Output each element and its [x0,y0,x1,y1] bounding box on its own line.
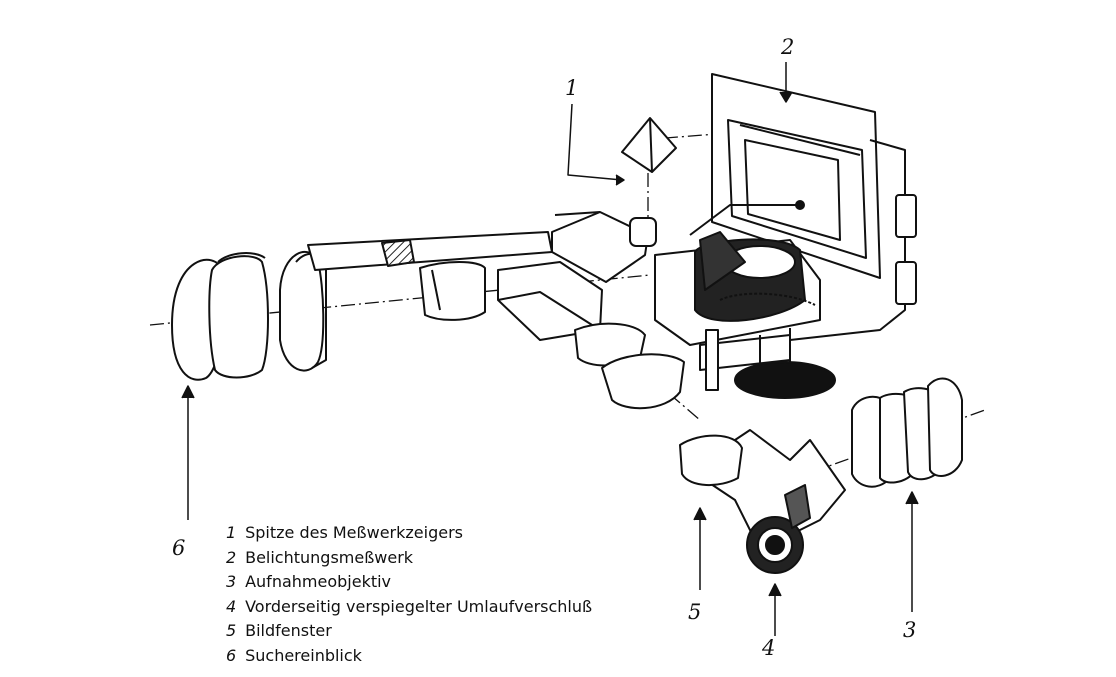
legend-item: 4 Vorderseitig verspiegelter Umlaufversc… [226,595,592,620]
legend-label: Suchereinblick [245,645,362,665]
callout-3: 3 [903,618,917,642]
eyepiece-lens-group [171,251,327,381]
legend-number: 6 [226,645,237,665]
callout-4: 4 [762,636,776,660]
field-lens-group [419,261,685,410]
legend-item: 3 Aufnahmeobjektiv [226,570,592,595]
legend-item: 5 Bildfenster [226,619,592,644]
rotary-shutter [679,429,846,574]
legend-number: 4 [226,596,237,616]
legend-number: 3 [226,572,237,591]
legend-label: Aufnahmeobjektiv [245,572,392,591]
legend-number: 2 [226,547,237,567]
legend-item: 1 Spitze des Meßwerkzeigers [226,521,592,546]
callout-arrows [181,62,919,636]
taking-lens-group [851,377,963,488]
legend-number: 1 [226,523,237,542]
meter-wiring [789,139,917,341]
legend-label: Belichtungsmeßwerk [245,547,414,567]
legend-label: Vorderseitig verspiegelter Umlaufverschl… [245,596,593,616]
legend: 1 Spitze des Meßwerkzeigers 2 Belichtung… [226,521,592,668]
legend-item: 2 Belichtungsmeßwerk [226,546,592,571]
legend-item: 6 Suchereinblick [226,644,592,669]
small-prism [621,117,677,247]
callout-6: 6 [172,536,186,560]
callout-1: 1 [565,76,579,100]
legend-label: Bildfenster [245,621,332,640]
exposure-meter [689,73,881,279]
legend-number: 5 [226,621,237,640]
shutter-mechanism [654,231,836,399]
callout-2: 2 [781,35,795,59]
legend-label: Spitze des Meßwerkzeigers [245,523,463,542]
callout-5: 5 [688,600,702,624]
